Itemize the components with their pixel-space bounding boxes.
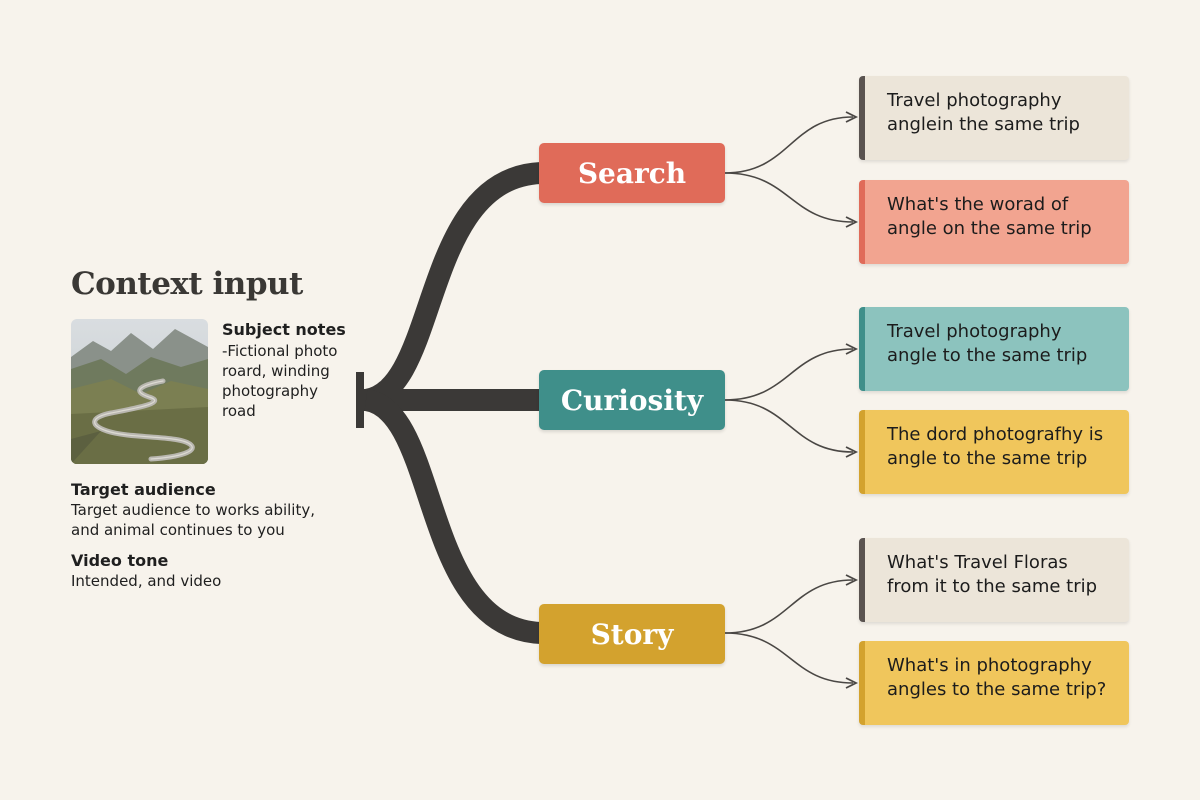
category-story: Story [539, 604, 725, 664]
idea-card-curiosity-2: The dord photografhy is angle to the sam… [859, 410, 1129, 494]
idea-card-story-2: What's in photography angles to the same… [859, 641, 1129, 725]
idea-line: What's in photography [887, 655, 1092, 676]
idea-card-story-1: What's Travel Floras from it to the same… [859, 538, 1129, 622]
video-tone-heading: Video tone [71, 551, 169, 570]
target-audience-heading: Target audience [71, 480, 216, 499]
idea-line: angles to the same trip? [887, 679, 1107, 700]
arrowhead [845, 446, 859, 458]
subject-notes-line: roard, winding [222, 362, 330, 380]
trunk-to-story [363, 389, 543, 644]
arrowhead [845, 111, 859, 123]
idea-line: from it to the same trip [887, 576, 1098, 597]
idea-line: angle to the same trip [887, 345, 1088, 366]
category-curiosity: Curiosity [539, 370, 725, 430]
subject-notes-text: -Fictional photo roard, winding photogra… [222, 341, 362, 421]
target-audience-line: Target audience to works ability, [71, 501, 315, 519]
category-search: Search [539, 143, 725, 203]
video-tone-line: Intended, and video [71, 572, 222, 590]
trunk-to-search [363, 162, 543, 411]
target-audience: Target audience Target audience to works… [71, 480, 341, 540]
subject-notes: Subject notes -Fictional photo roard, wi… [222, 320, 362, 421]
idea-line: What's the worad of [887, 194, 1069, 215]
context-input-title: Context input [71, 266, 303, 302]
subject-notes-line: photography [222, 382, 319, 400]
idea-line: Travel photography [887, 321, 1062, 342]
arrowhead [845, 216, 859, 228]
idea-line: anglein the same trip [887, 114, 1080, 135]
arrowhead [845, 677, 859, 689]
story-to-idea-1 [724, 579, 854, 634]
search-to-idea-2 [724, 172, 854, 223]
landscape-photo [71, 319, 208, 464]
idea-line: Travel photography [887, 90, 1062, 111]
curiosity-to-idea-1 [724, 348, 854, 401]
idea-line: What's Travel Floras [887, 552, 1068, 573]
idea-card-search-2: What's the worad of angle on the same tr… [859, 180, 1129, 264]
idea-line: angle to the same trip [887, 448, 1088, 469]
idea-line: angle on the same trip [887, 218, 1092, 239]
video-tone: Video tone Intended, and video [71, 551, 341, 591]
story-to-idea-2 [724, 632, 854, 684]
subject-notes-line: road [222, 402, 256, 420]
arrowhead [845, 343, 859, 355]
subject-notes-heading: Subject notes [222, 320, 346, 339]
target-audience-line: and animal continues to you [71, 521, 285, 539]
arrowhead [845, 574, 859, 586]
search-to-idea-1 [724, 116, 854, 174]
idea-card-curiosity-1: Travel photography angle to the same tri… [859, 307, 1129, 391]
idea-card-search-1: Travel photography anglein the same trip [859, 76, 1129, 160]
subject-notes-line: -Fictional photo [222, 342, 338, 360]
curiosity-to-idea-2 [724, 399, 854, 453]
idea-line: The dord photografhy is [887, 424, 1104, 445]
